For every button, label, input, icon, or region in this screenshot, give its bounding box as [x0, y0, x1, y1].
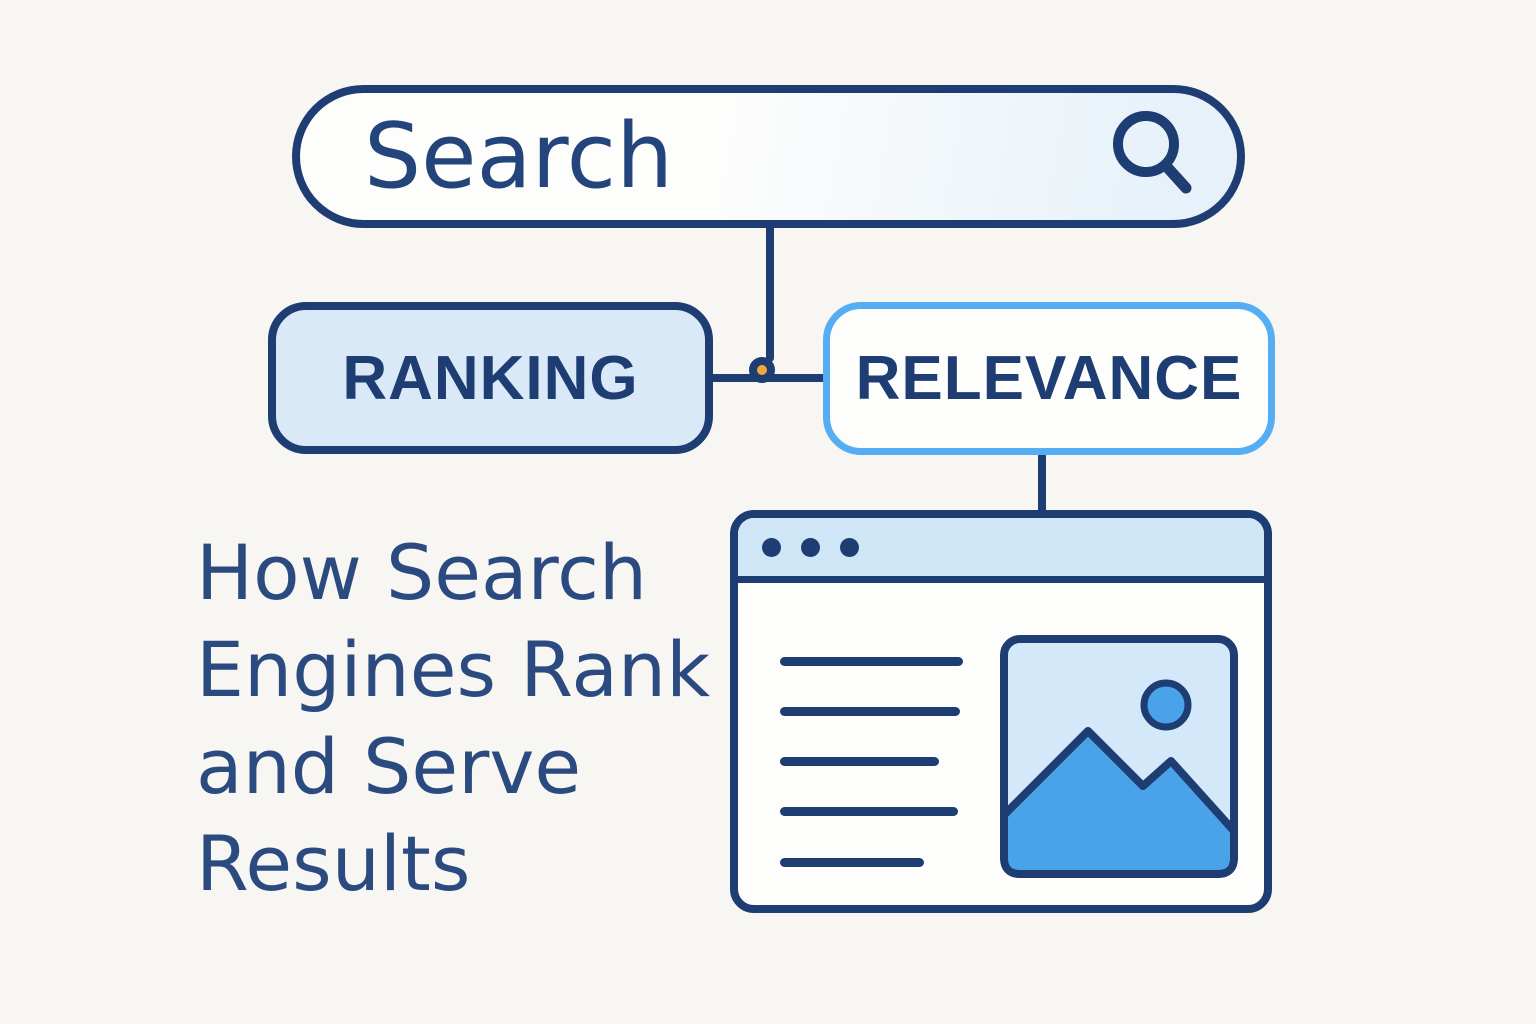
text-line-placeholder — [780, 657, 963, 666]
text-line-placeholder — [780, 807, 958, 816]
search-input[interactable]: Search — [292, 85, 1245, 228]
text-line-placeholder — [780, 707, 960, 716]
node-ranking[interactable]: RANKING — [268, 302, 713, 454]
page-title-line: and Serve — [196, 722, 582, 811]
window-dot-icon — [801, 537, 820, 557]
connector-search-to-junction — [766, 222, 774, 362]
browser-title-bar — [738, 518, 1264, 583]
page-title: How Search Engines Rank and Serve Result… — [196, 524, 756, 912]
junction-dot — [749, 357, 775, 383]
image-placeholder-graphic — [1000, 635, 1238, 878]
text-line-placeholder — [780, 858, 924, 867]
node-ranking-label: RANKING — [342, 343, 639, 413]
window-dot-icon — [840, 537, 859, 557]
magnifier-icon[interactable] — [1109, 107, 1205, 207]
page-title-line: Engines Rank — [196, 625, 711, 714]
window-dot-icon — [762, 537, 781, 557]
mountain-icon — [1000, 727, 1238, 878]
node-relevance-label: RELEVANCE — [855, 344, 1243, 413]
text-line-placeholder — [780, 757, 939, 766]
page-title-line: How Search — [196, 528, 648, 617]
browser-window — [730, 510, 1272, 913]
page-title-line: Results — [196, 819, 471, 908]
node-relevance[interactable]: RELEVANCE — [823, 302, 1275, 455]
image-placeholder-icon — [1000, 635, 1238, 878]
connector-relevance-to-browser — [1038, 452, 1046, 514]
search-input-value: Search — [364, 104, 674, 209]
sun-icon — [1140, 679, 1192, 731]
